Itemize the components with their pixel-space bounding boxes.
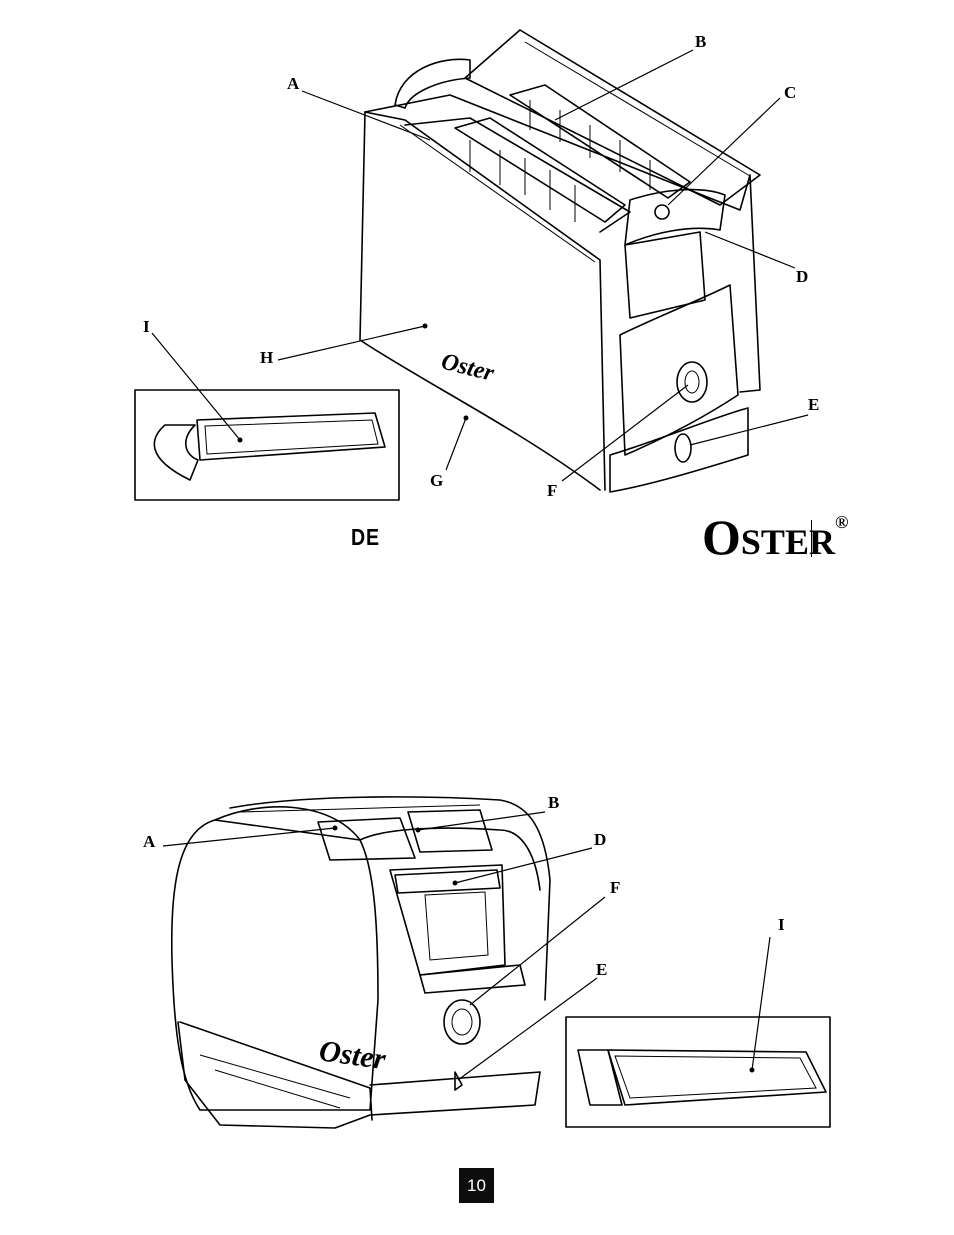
leader-a-bottom <box>163 828 335 846</box>
label-a-bottom: A <box>143 832 156 851</box>
toaster-body-front <box>360 112 600 490</box>
lever-housing <box>625 232 705 318</box>
leader-e-top <box>690 415 808 445</box>
label-b-bottom: B <box>548 793 559 812</box>
label-d-top: D <box>796 267 808 286</box>
bread-slot-front-2 <box>318 818 415 860</box>
crumb-tray-release-2 <box>455 1072 462 1090</box>
leader-h-top <box>278 326 425 360</box>
label-b-top: B <box>695 32 706 51</box>
leader-d-top <box>705 232 795 268</box>
label-e-bottom: E <box>596 960 607 979</box>
page-number: 10 <box>459 1168 494 1203</box>
toaster-diagram-top: Oster A B C D E F G H I <box>135 30 819 500</box>
label-f-top: F <box>547 481 557 500</box>
crumb-tray-release <box>675 434 691 462</box>
body-logo-2: Oster <box>317 1034 388 1076</box>
language-code: DE <box>351 524 380 551</box>
bread-slot-rear-2 <box>408 810 492 852</box>
label-c-top: C <box>784 83 796 102</box>
label-i-top: I <box>143 317 150 336</box>
leader-i-bottom <box>752 937 770 1070</box>
top-cover <box>465 30 760 205</box>
brand-divider <box>811 520 812 557</box>
leader-f-bottom <box>470 897 605 1005</box>
brand-logo: OSTER® <box>702 512 848 562</box>
label-e-top: E <box>808 395 819 414</box>
bread-slot-front <box>455 118 625 222</box>
browning-dial <box>677 362 707 402</box>
leader-c-top <box>668 98 780 205</box>
toaster-diagram-bottom: Oster A B D F E I <box>143 793 830 1128</box>
label-a-top: A <box>287 74 300 93</box>
bread-slot-rear <box>510 85 690 198</box>
lift-lever-2 <box>395 870 500 893</box>
browning-dial-2 <box>444 1000 480 1044</box>
label-d-bottom: D <box>594 830 606 849</box>
leader-b-top <box>555 50 693 120</box>
label-h-top: H <box>260 348 273 367</box>
cancel-button <box>655 205 669 219</box>
crumb-tray-inset-2 <box>566 1017 830 1127</box>
label-f-bottom: F <box>610 878 620 897</box>
label-g-top: G <box>430 471 443 490</box>
leader-f-top <box>562 385 688 481</box>
label-i-bottom: I <box>778 915 785 934</box>
leader-i-top <box>152 333 240 440</box>
body-logo: Oster <box>439 349 498 387</box>
leader-g-top <box>446 418 466 470</box>
